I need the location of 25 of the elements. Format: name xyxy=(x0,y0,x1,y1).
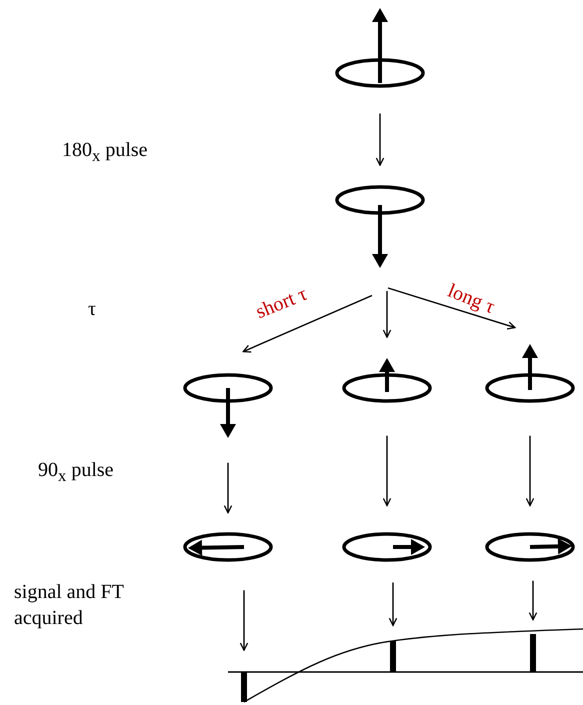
arrow xyxy=(242,294,372,353)
arrow xyxy=(388,287,516,330)
edge-label: long τ xyxy=(444,280,498,318)
step-label: τ xyxy=(88,297,96,322)
step-label: signal and FT acquired xyxy=(14,580,125,631)
arrow xyxy=(382,291,392,338)
arrow xyxy=(224,462,232,514)
step-label: 90$_{x}$ pulse xyxy=(38,458,114,487)
signal-peak xyxy=(390,641,396,672)
signal-peak xyxy=(241,672,247,702)
edge-label: short τ xyxy=(252,282,310,324)
arrow xyxy=(240,590,248,651)
arrow xyxy=(382,436,392,506)
signal-peak xyxy=(530,634,536,672)
magnetization-vector-drawing xyxy=(182,372,274,440)
magnetization-vector-drawing xyxy=(484,531,576,563)
arrow xyxy=(376,114,384,166)
magnetization-vector-drawing xyxy=(341,531,433,563)
arrow xyxy=(388,582,398,626)
arrow xyxy=(526,436,534,506)
magnetization-vector-drawing xyxy=(182,531,274,563)
arrow xyxy=(528,580,538,620)
magnetization-vector-drawing xyxy=(334,184,426,270)
magnetization-vector-drawing xyxy=(484,342,576,404)
step-label: 180$_{x}$ pulse xyxy=(62,138,148,167)
